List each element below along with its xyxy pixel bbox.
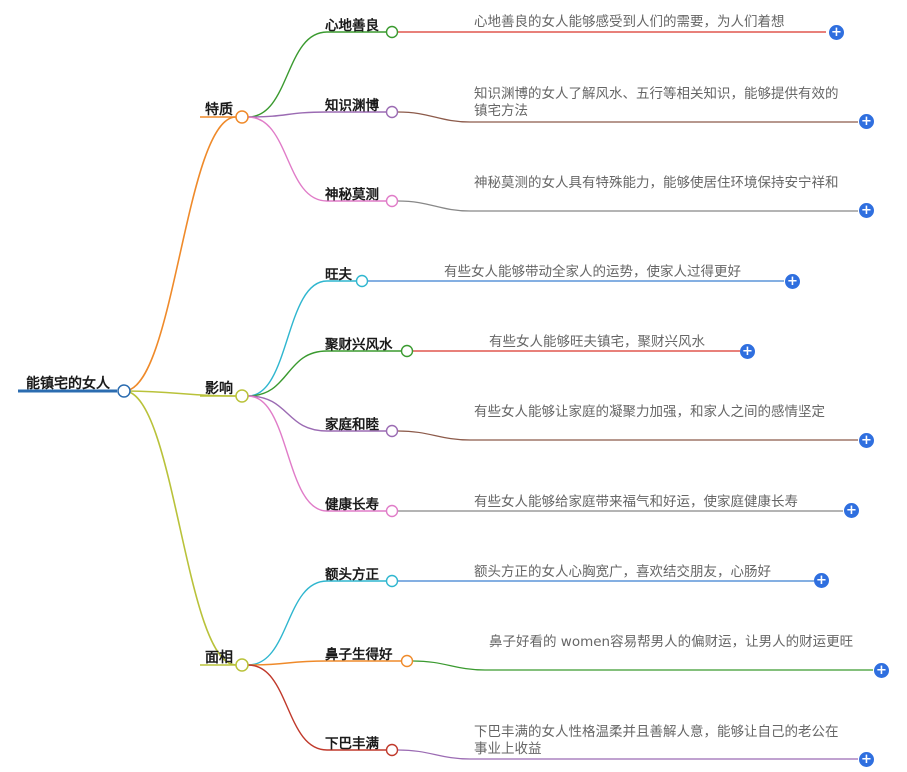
detail-line-3-3 bbox=[397, 749, 858, 760]
expand-button-square-forehead[interactable]: + bbox=[814, 573, 829, 588]
detail-text-health-longevity: 有些女人能够给家庭带来福气和好运，使家庭健康长寿 bbox=[474, 494, 798, 510]
leaf-label-family-harmony[interactable]: 家庭和睦 bbox=[325, 417, 379, 433]
expand-button-prosper-husband[interactable]: + bbox=[785, 274, 800, 289]
expand-button-health-longevity[interactable]: + bbox=[844, 503, 859, 518]
root-node-label[interactable]: 能镇宅的女人 bbox=[26, 376, 110, 392]
leaf-3-1-handle[interactable] bbox=[385, 574, 399, 588]
detail-text-family-harmony: 有些女人能够让家庭的凝聚力加强，和家人之间的感情坚定 bbox=[474, 404, 825, 420]
detail-line-2-3 bbox=[397, 430, 858, 441]
leaf-label-good-nose[interactable]: 鼻子生得好 bbox=[325, 647, 393, 663]
branch-label-influence[interactable]: 影响 bbox=[205, 381, 233, 397]
link-branch-1-leaf-2 bbox=[247, 111, 386, 118]
expand-button-good-nose[interactable]: + bbox=[874, 663, 889, 678]
link-branch-2-leaf-1 bbox=[247, 280, 356, 397]
link-branch-2-leaf-2 bbox=[247, 350, 401, 397]
leaf-1-1-handle[interactable] bbox=[385, 25, 399, 39]
leaf-label-prosper-husband[interactable]: 旺夫 bbox=[325, 267, 352, 283]
expand-button-mysterious[interactable]: + bbox=[859, 203, 874, 218]
link-branch-1-leaf-3 bbox=[247, 116, 386, 202]
leaf-1-3-handle[interactable] bbox=[385, 194, 399, 208]
expand-button-kind-hearted[interactable]: + bbox=[829, 25, 844, 40]
leaf-label-mysterious[interactable]: 神秘莫测 bbox=[325, 187, 379, 203]
leaf-label-knowledgeable[interactable]: 知识渊博 bbox=[325, 98, 379, 114]
detail-text-good-nose: 鼻子好看的 women容易帮男人的偏财运，让男人的财运更旺 bbox=[489, 634, 854, 650]
link-root-branch-3 bbox=[123, 390, 237, 666]
leaf-1-2-handle[interactable] bbox=[385, 105, 399, 119]
root-node-handle[interactable] bbox=[117, 384, 131, 398]
detail-line-3-2 bbox=[412, 660, 873, 671]
branch-2-handle[interactable] bbox=[235, 389, 249, 403]
leaf-label-square-forehead[interactable]: 额头方正 bbox=[325, 567, 379, 583]
expand-button-wealth-fengshui[interactable]: + bbox=[740, 344, 755, 359]
expand-button-family-harmony[interactable]: + bbox=[859, 433, 874, 448]
expand-button-full-chin[interactable]: + bbox=[859, 752, 874, 767]
leaf-label-health-longevity[interactable]: 健康长寿 bbox=[325, 497, 379, 513]
leaf-label-kind-hearted[interactable]: 心地善良 bbox=[325, 18, 379, 34]
expand-button-knowledgeable[interactable]: + bbox=[859, 114, 874, 129]
branch-3-handle[interactable] bbox=[235, 658, 249, 672]
leaf-label-full-chin[interactable]: 下巴丰满 bbox=[325, 736, 379, 752]
detail-text-prosper-husband: 有些女人能够带动全家人的运势，使家人过得更好 bbox=[444, 264, 741, 280]
detail-text-mysterious: 神秘莫测的女人具有特殊能力，能够使居住环境保持安宁祥和 bbox=[474, 175, 839, 191]
branch-1-handle[interactable] bbox=[235, 110, 249, 124]
link-branch-3-leaf-2 bbox=[247, 660, 401, 666]
detail-text-knowledgeable: 知识渊博的女人了解风水、五行等相关知识，能够提供有效的镇宅方法 bbox=[474, 86, 839, 119]
branch-label-physiognomy[interactable]: 面相 bbox=[205, 650, 233, 666]
detail-text-kind-hearted: 心地善良的女人能够感受到人们的需要，为人们着想 bbox=[474, 14, 785, 30]
link-root-branch-1 bbox=[123, 116, 237, 392]
leaf-2-2-handle[interactable] bbox=[400, 344, 414, 358]
link-branch-2-leaf-4 bbox=[247, 395, 386, 512]
detail-line-1-2 bbox=[397, 111, 858, 123]
link-branch-3-leaf-1 bbox=[247, 580, 386, 666]
link-branch-3-leaf-3 bbox=[247, 664, 386, 751]
detail-line-1-3 bbox=[397, 200, 858, 212]
detail-text-wealth-fengshui: 有些女人能够旺夫镇宅，聚财兴风水 bbox=[489, 334, 705, 350]
leaf-2-1-handle[interactable] bbox=[355, 274, 369, 288]
link-branch-2-leaf-3 bbox=[247, 395, 386, 432]
leaf-2-3-handle[interactable] bbox=[385, 424, 399, 438]
leaf-3-3-handle[interactable] bbox=[385, 743, 399, 757]
leaf-3-2-handle[interactable] bbox=[400, 654, 414, 668]
link-branch-1-leaf-1 bbox=[247, 31, 386, 118]
branch-label-traits[interactable]: 特质 bbox=[205, 102, 233, 118]
leaf-label-wealth-fengshui[interactable]: 聚财兴风水 bbox=[325, 337, 393, 353]
detail-text-full-chin: 下巴丰满的女人性格温柔并且善解人意，能够让自己的老公在事业上收益 bbox=[474, 724, 839, 757]
detail-text-square-forehead: 额头方正的女人心胸宽广，喜欢结交朋友，心肠好 bbox=[474, 564, 771, 580]
leaf-2-4-handle[interactable] bbox=[385, 504, 399, 518]
